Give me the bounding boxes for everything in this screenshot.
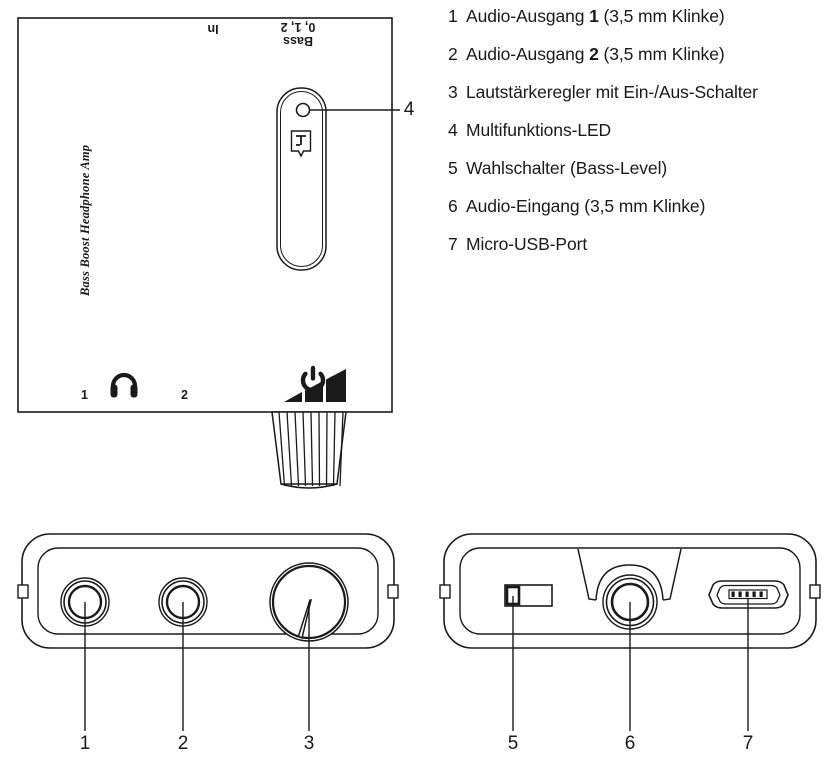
legend-number: 5 [448, 158, 458, 178]
legend-text-post: (3,5 mm Klinke) [598, 6, 725, 26]
rear-panel-notch-right [809, 584, 821, 599]
legend-text-bold: 2 [589, 44, 599, 64]
legend-label: Audio-Eingang (3,5 mm Klinke) [466, 196, 706, 216]
legend-label: Wahlschalter (Bass-Level) [466, 158, 668, 178]
headphone-icon [110, 372, 138, 398]
legend-number: 4 [448, 120, 458, 140]
callout-4: 4 [403, 99, 415, 120]
legend-label: Audio-Ausgang 1 (3,5 mm Klinke) [466, 6, 836, 26]
legend-number: 3 [448, 82, 458, 102]
legend-text-bold: 1 [589, 6, 599, 26]
callout-5: 5 [507, 733, 519, 754]
legend-label: Micro-USB-Port [466, 234, 588, 254]
legend-item-2: 2 Audio-Ausgang 2 (3,5 mm Klinke) [448, 44, 836, 64]
top-view-group [17, 17, 400, 489]
output-marking-1: 1 [81, 388, 88, 402]
top-view-knob [271, 411, 347, 489]
legend-item-5: 5 Wahlschalter (Bass-Level) [448, 158, 836, 178]
legend-number: 1 [448, 6, 458, 26]
rear-panel-group [439, 533, 821, 731]
legend-text-pre: Audio-Ausgang [466, 44, 590, 64]
front-panel-group [17, 533, 399, 731]
micro-usb-port [708, 580, 789, 609]
legend-item-6: 6 Audio-Eingang (3,5 mm Klinke) [448, 196, 836, 216]
legend-item-1: 1 Audio-Ausgang 1 (3,5 mm Klinke) [448, 6, 836, 26]
switch-marking-icon [290, 130, 312, 158]
led-slot-outer [276, 87, 327, 271]
legend-label: Lautstärkeregler mit Ein-/Aus-Schalter [466, 82, 758, 102]
input-label: In [207, 22, 219, 36]
bass-level-switch [504, 584, 553, 607]
top-view-body [17, 17, 393, 413]
legend-number: 7 [448, 234, 458, 254]
callout-7: 7 [742, 733, 754, 754]
input-jack-bracket [577, 548, 682, 601]
legend-label: Audio-Ausgang 2 (3,5 mm Klinke) [466, 44, 836, 64]
led-slot-inner [280, 91, 323, 267]
rear-panel-notch-left [439, 584, 451, 599]
callout-3: 3 [303, 733, 315, 754]
multifunction-led [295, 102, 311, 118]
front-panel-notch-right [387, 584, 399, 599]
legend-item-7: 7 Micro-USB-Port [448, 234, 836, 254]
legend-item-3: 3 Lautstärkeregler mit Ein-/Aus-Schalter [448, 82, 836, 102]
brand-label: Bass Boost Headphone Amp [78, 144, 92, 296]
legend-item-4: 4 Multifunktions-LED [448, 120, 836, 140]
legend-text-pre: Audio-Ausgang [466, 6, 590, 26]
front-panel-notch-left [17, 584, 29, 599]
legend-label: Multifunktions-LED [466, 120, 612, 140]
legend-text-post: (3,5 mm Klinke) [598, 44, 725, 64]
bass-level-values: 0, 1, 2 [280, 20, 316, 34]
callout-2: 2 [177, 733, 189, 754]
legend-list: 1 Audio-Ausgang 1 (3,5 mm Klinke) 2 Audi… [448, 6, 836, 274]
legend-number: 2 [448, 44, 458, 64]
output-marking-2: 2 [181, 388, 188, 402]
legend-number: 6 [448, 196, 458, 216]
callout-6: 6 [624, 733, 636, 754]
bass-label: Bass [283, 34, 313, 48]
callout-1: 1 [79, 733, 91, 754]
volume-gradient-icon [284, 369, 346, 402]
